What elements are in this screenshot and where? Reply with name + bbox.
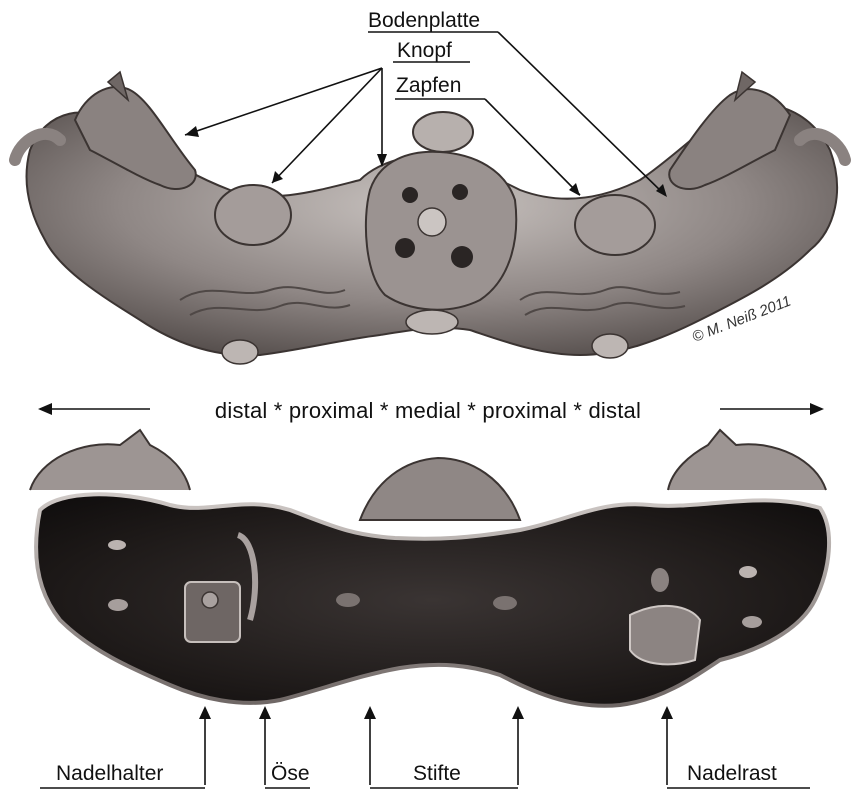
- lobe-top-mid: [406, 310, 458, 334]
- brooch-bottom-view: [30, 430, 829, 706]
- nadelhalter-block: [185, 582, 240, 642]
- zapfen-right: [575, 195, 655, 255]
- label-nadelhalter: Nadelhalter: [56, 763, 163, 784]
- bottom-plate: [36, 494, 829, 705]
- bottom-hole-2: [108, 599, 128, 611]
- label-zapfen: Zapfen: [396, 75, 461, 96]
- bottom-hole-1: [108, 540, 126, 550]
- nadelrast-clip: [630, 606, 700, 664]
- axis-orientation-text: distal * proximal * medial * proximal * …: [0, 398, 856, 424]
- plate-hole-1: [395, 238, 415, 258]
- lobe-top-right: [592, 334, 628, 358]
- plate-hole-2: [451, 246, 473, 268]
- oese-ring: [202, 592, 218, 608]
- label-nadelrast: Nadelrast: [687, 763, 777, 784]
- plate-hole-3: [402, 187, 418, 203]
- label-bodenplatte: Bodenplatte: [368, 10, 480, 31]
- bottom-spine-right: [668, 430, 826, 490]
- bottom-spine-left: [30, 430, 190, 490]
- zapfen-left: [215, 185, 291, 245]
- center-boss: [418, 208, 446, 236]
- bottom-hole-5: [651, 568, 669, 592]
- label-stifte: Stifte: [413, 763, 461, 784]
- knopf-disc: [413, 112, 473, 152]
- bottom-hole-3: [336, 593, 360, 607]
- bottom-hole-7: [742, 616, 762, 628]
- lobe-top-left: [222, 340, 258, 364]
- bottom-arrowheads: [199, 706, 673, 719]
- label-oese: Öse: [271, 763, 310, 784]
- label-knopf: Knopf: [397, 40, 452, 61]
- bottom-center-hump: [360, 458, 520, 520]
- bottom-hole-4: [493, 596, 517, 610]
- plate-hole-4: [452, 184, 468, 200]
- bottom-hole-6: [739, 566, 757, 578]
